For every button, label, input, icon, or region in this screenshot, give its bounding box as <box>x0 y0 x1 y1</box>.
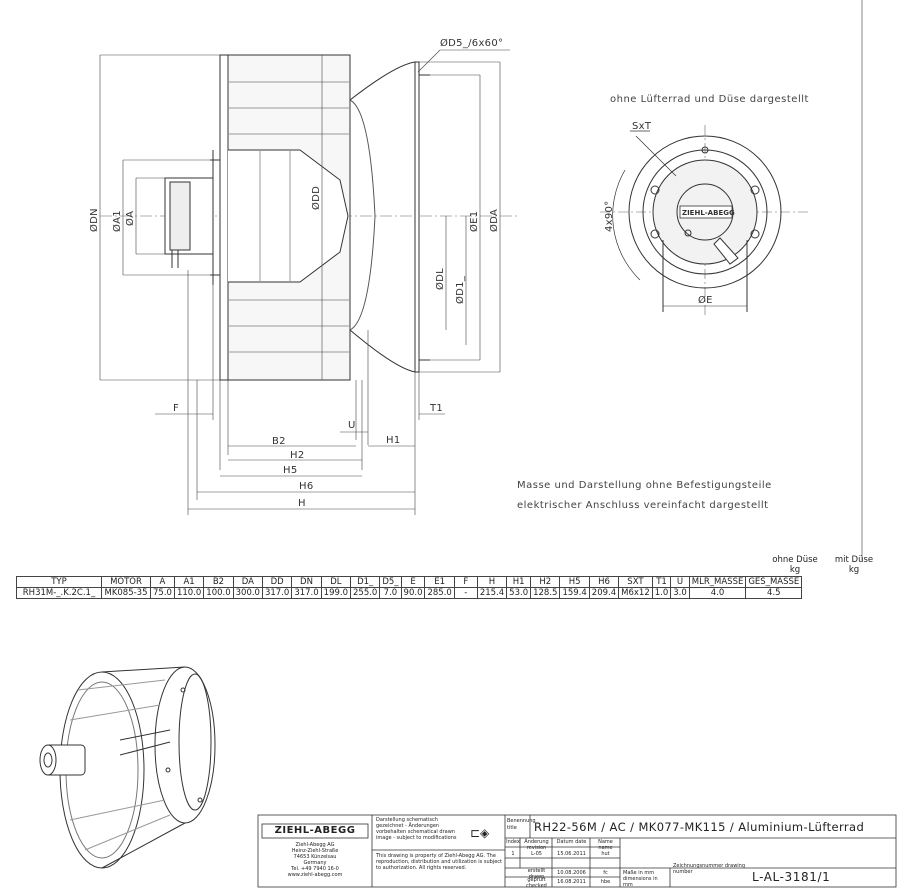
date-header: Datum date <box>556 839 587 845</box>
label-a: ØA <box>124 211 136 226</box>
property-note: This drawing is property of Ziehl-Abegg … <box>376 853 502 871</box>
label-a1: ØA1 <box>111 210 123 232</box>
dimension-labels: ØD5_/6x60° ØDN ØA1 ØA ØDD ØDL ØD1_ ØE1 Ø… <box>88 37 503 509</box>
schematic-note: Darstellung schematisch gezeichnet - Änd… <box>376 817 457 841</box>
company-line: Tel. +49 7940 16-0 <box>291 866 339 872</box>
label-h6: H6 <box>299 481 313 492</box>
revision-date: 15.06.2011 <box>557 851 586 857</box>
checked-name: hbe <box>600 879 611 885</box>
table-cell: 159.4 <box>559 587 590 599</box>
table-cell: 7.0 <box>379 587 402 599</box>
side-view <box>100 54 520 381</box>
table-cell: - <box>453 587 478 599</box>
label-h: H <box>298 498 306 509</box>
header-mit-duese: mit Düse kg <box>826 555 882 575</box>
table-cell: 285.0 <box>424 587 455 599</box>
table-cell: 110.0 <box>173 587 205 599</box>
front-logo: ZIEHL-ABEGG <box>682 209 735 217</box>
note-line1: Masse und Darstellung ohne Befestigungst… <box>517 480 772 491</box>
label-t1: T1 <box>429 403 443 414</box>
col-header: D5_ <box>379 576 402 588</box>
table-cell: 199.0 <box>320 587 352 599</box>
dimensions-note: Maße in mm dimensions in mm <box>623 870 658 888</box>
company-line: www.ziehl-abegg.com <box>287 872 343 878</box>
table-cell: MK085-35 <box>101 587 151 599</box>
projection-symbol-icon: ⊏◈ <box>470 826 490 840</box>
label-dl: ØDL <box>434 268 446 290</box>
index-header: Index <box>506 839 520 845</box>
company-line: Heinz-Ziehl-Straße <box>291 848 339 854</box>
label-e1: ØE1 <box>468 211 480 232</box>
header-mit-label: mit Düse <box>834 555 874 565</box>
table-cell: 4.5 <box>745 587 803 599</box>
table-cell: 300.0 <box>232 587 263 599</box>
header-ohne-label: ohne Düse <box>772 555 818 565</box>
company-address: Ziehl-Abegg AG Heinz-Ziehl-Straße 74653 … <box>262 842 368 878</box>
benennung-label: Benennung <box>507 818 536 824</box>
drawn-name: fc <box>603 870 608 876</box>
title-label: title <box>507 825 517 831</box>
spec-table: TYP MOTOR A A1 B2 DA DD DN DL D1_ D5_ E … <box>16 576 803 599</box>
table-cell: 317.0 <box>291 587 322 599</box>
header-ohne-duese: ohne Düse kg <box>767 555 823 575</box>
table-header-row: TYP MOTOR A A1 B2 DA DD DN DL D1_ D5_ E … <box>16 576 803 588</box>
label-h5: H5 <box>283 465 297 476</box>
checked-label: geprüft checked <box>526 877 547 889</box>
label-d1: ØD1_ <box>454 275 466 304</box>
table-cell: M6x12 <box>618 587 653 599</box>
label-d5: ØD5_/6x60° <box>440 37 503 49</box>
label-h1: H1 <box>386 435 400 446</box>
drawn-date: 10.08.2006 <box>557 870 586 876</box>
company-line: 74653 Künzelsau <box>293 854 337 860</box>
dimension-lines <box>99 49 510 515</box>
drawn-label: erstellt drawn <box>527 868 546 880</box>
revision-value: L-05 <box>531 851 542 857</box>
drawing-number: L-AL-3181/1 <box>752 870 831 884</box>
label-e: ØE <box>698 294 713 306</box>
label-u: U <box>348 420 356 431</box>
label-dn: ØDN <box>88 208 100 232</box>
company-line: Germany <box>303 860 327 866</box>
table-cell: 215.4 <box>476 587 508 599</box>
label-b2: B2 <box>272 436 286 447</box>
checked-date: 16.08.2011 <box>557 879 586 885</box>
name-header: Name name <box>598 839 613 851</box>
revision-name: hut <box>601 851 610 857</box>
table-row: RH31M-_.K.2C.1_ MK085-35 75.0 110.0 100.… <box>16 587 803 599</box>
label-f: F <box>173 403 179 414</box>
revision-header: Änderung revision <box>524 839 549 851</box>
index-value: 1 <box>511 851 515 857</box>
title-block-logo: ZIEHL-ABEGG <box>274 825 356 836</box>
header-ohne-unit: kg <box>789 565 801 575</box>
company-line: Ziehl-Abegg AG <box>295 842 335 848</box>
note-top-right: ohne Lüfterrad und Düse dargestellt <box>610 94 809 105</box>
label-dd: ØDD <box>310 186 322 210</box>
table-cell: 317.0 <box>261 587 293 599</box>
note-line2: elektrischer Anschluss vereinfacht darge… <box>517 500 769 511</box>
front-logo-box <box>679 205 733 219</box>
label-h2: H2 <box>290 450 304 461</box>
isometric-view <box>39 666 216 869</box>
label-angle: 4x90° <box>604 200 615 232</box>
drawing-title: RH22-56M / AC / MK077-MK115 / Aluminium-… <box>534 820 865 834</box>
table-cell: 209.4 <box>588 587 620 599</box>
col-header: E1 <box>424 576 455 588</box>
label-sxt: SxT <box>632 121 652 132</box>
header-mit-unit: kg <box>848 565 860 575</box>
drawing-number-label: Zeichnungsnummer drawing number <box>673 863 746 875</box>
table-cell: 255.0 <box>349 587 381 599</box>
label-da: ØDA <box>488 209 500 232</box>
